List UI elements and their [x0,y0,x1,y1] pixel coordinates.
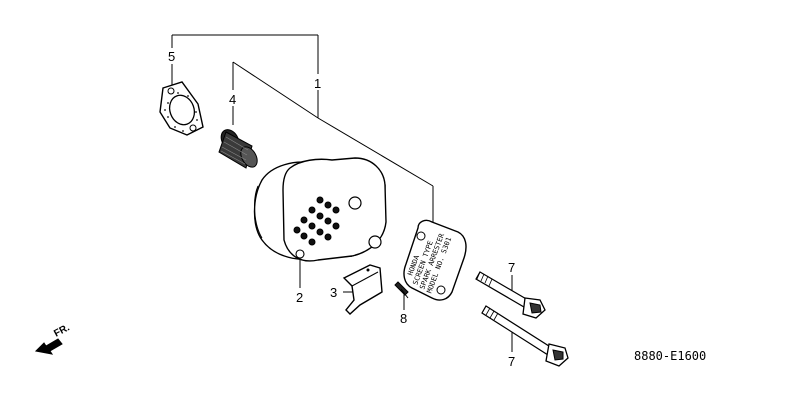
front-direction-arrow: FR. [34,322,72,355]
gasket-part-5 [159,81,204,136]
screw-part-8 [394,281,409,299]
bolt-part-7-lower [481,305,569,367]
spark-arrester-screen-part-4 [218,129,258,169]
callout-2: 2 [296,290,303,305]
callout-5: 5 [168,49,175,64]
protector-part-3 [342,264,383,315]
callout-4: 4 [229,92,236,107]
heat-shield-plate-part-1: HONDA SCREEN TYPE SPARK ARRESTER MODEL N… [403,219,467,301]
callout-7-lower: 7 [508,354,515,369]
muffler-vent-holes [293,196,340,246]
muffler-part-2 [253,157,387,262]
callout-1: 1 [314,76,321,91]
callout-7-upper: 7 [508,260,515,275]
callout-3: 3 [330,285,337,300]
diagram-code: 8880-E1600 [634,349,706,363]
bolt-part-7-upper [475,271,546,319]
callout-8: 8 [400,311,407,326]
front-label: FR. [52,322,72,339]
